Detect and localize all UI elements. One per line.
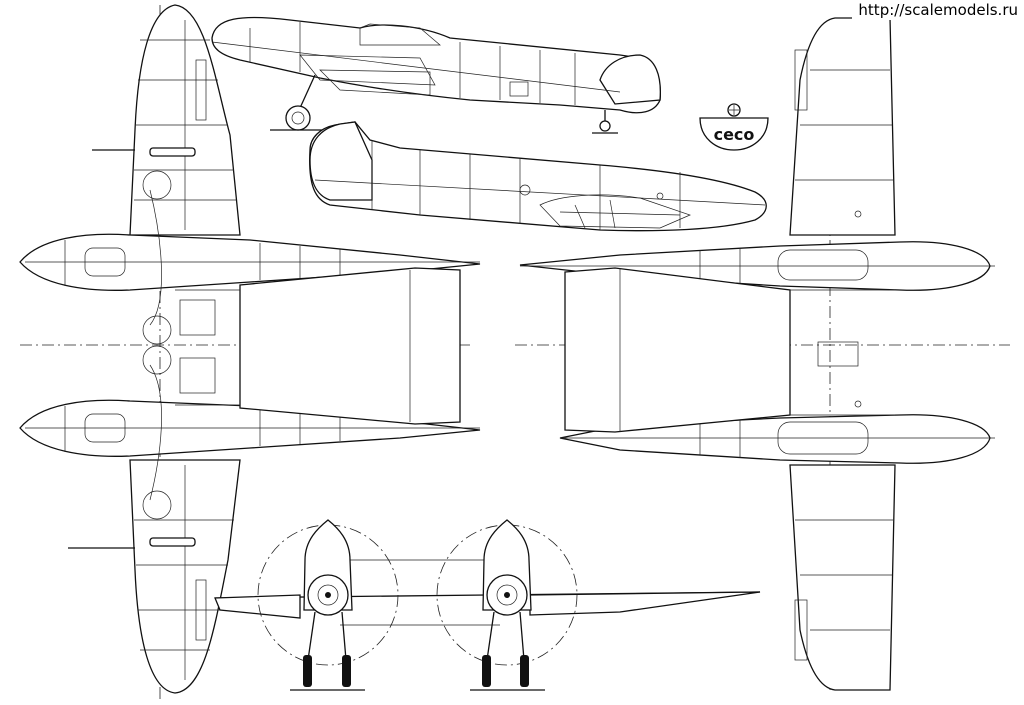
prop-disc-right [436,524,578,666]
watermark-url: http://scalemodels.ru [852,0,1024,20]
upper-wing-right [789,17,896,236]
ceco-logo: ceco [699,103,769,151]
tail-wheel-1 [599,120,611,132]
lower-wing-right [789,464,896,691]
fuselage-side-2 [309,121,767,232]
top-view [19,4,481,700]
side-view-lower [309,121,767,232]
front-view [214,519,761,691]
centre-section-right [564,267,791,433]
side-view-upper [211,16,661,134]
main-wheel-1 [285,105,311,131]
logo-text: ceco [714,125,755,144]
fuselage-side-1 [211,16,661,114]
prop-disc-left [257,524,399,666]
tail-fin-1 [599,54,661,105]
centre-section-left [239,267,461,425]
bottom-view [515,17,1010,691]
